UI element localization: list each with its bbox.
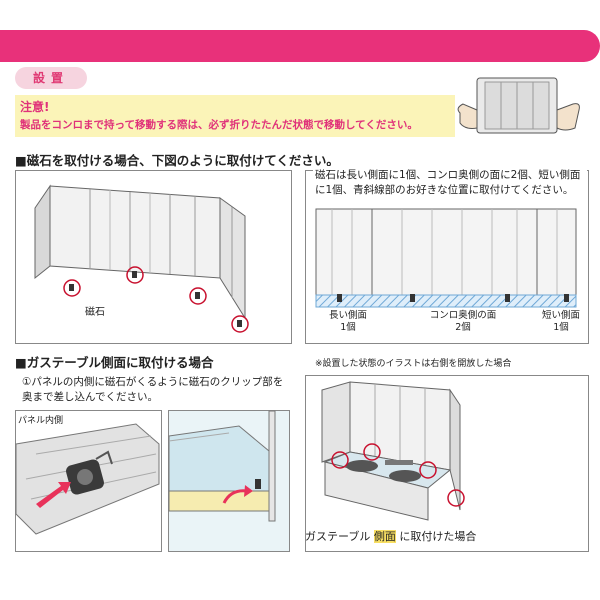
- magnet-marker-1: [63, 279, 81, 297]
- position-long-side: 長い側面 1個: [322, 310, 374, 334]
- section1-heading: ■磁石を取付ける場合、下図のように取付けてください。: [15, 153, 339, 168]
- panel-inner-label: パネル内側: [18, 416, 64, 426]
- folded-panel-illustration: [457, 77, 580, 134]
- position-short-side: 短い側面 1個: [535, 310, 587, 334]
- caption-prefix: ガステーブル: [305, 530, 371, 543]
- caution-title: 注意!: [20, 100, 50, 114]
- caution-text: 製品をコンロまで持って移動する際は、必ず折りたたんだ状態で移動してください。: [20, 119, 418, 131]
- magnet-marker-3: [189, 287, 207, 305]
- position-back-count: 2個: [455, 322, 471, 333]
- caution-box: [15, 95, 455, 137]
- header-bar: [0, 30, 600, 62]
- section2-heading: ■ガステーブル側面に取付ける場合: [15, 355, 214, 370]
- installed-figure: [305, 375, 589, 552]
- red-arrow-icon: [36, 482, 71, 508]
- magnet-instruction: 磁石は長い側面に1個、コンロ奥側の面に2個、短い側面に1個、青斜線部のお好きな位…: [313, 166, 587, 200]
- clip-insert-illustration: [15, 423, 160, 535]
- position-long-count: 1個: [340, 322, 356, 333]
- magnet-marker-2: [126, 266, 144, 284]
- caption-suffix: に取付けた場合: [399, 530, 477, 543]
- position-back-side: コンロ奥側の面 2個: [418, 310, 508, 334]
- curved-arrow-icon: [222, 489, 248, 504]
- section-label: 設置: [15, 67, 87, 89]
- panel-3d-illustration: [34, 184, 249, 333]
- illustration-note: ※設置した状態のイラストは右側を開放した場合: [315, 359, 512, 369]
- magnet-marker-4: [231, 315, 249, 333]
- step-1-instruction: ①パネルの内側に磁石がくるように磁石のクリップ部を奥まで差し込んでください。: [22, 376, 284, 403]
- position-back-name: コンロ奥側の面: [429, 310, 497, 321]
- installed-caption: ガステーブル 側面 に取付けた場合: [305, 528, 476, 544]
- unfolded-panel-illustration: [315, 208, 577, 308]
- position-short-name: 短い側面: [541, 310, 580, 321]
- position-short-count: 1個: [553, 322, 569, 333]
- magnet-label: 磁石: [85, 307, 105, 318]
- installed-stove-illustration: [321, 381, 465, 521]
- position-long-name: 長い側面: [328, 310, 367, 321]
- caption-highlight: 側面: [373, 530, 396, 543]
- side-mount-illustration: [168, 410, 276, 522]
